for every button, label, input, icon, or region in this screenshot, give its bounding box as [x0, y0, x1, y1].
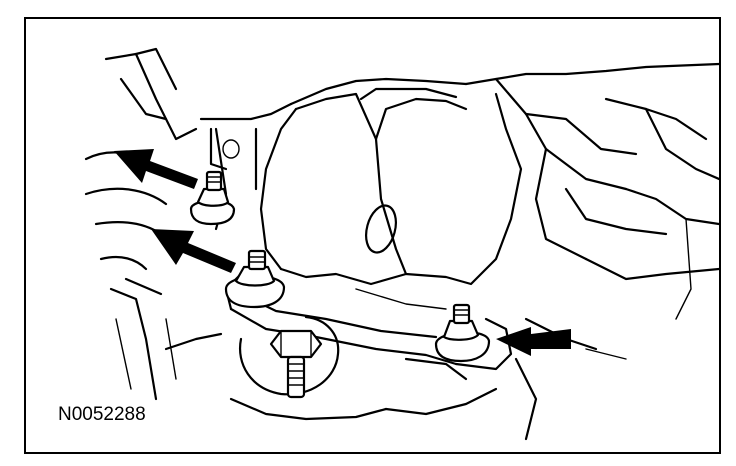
bolt-upper-left: [189, 127, 240, 226]
arrow-icon-upper-left: [114, 149, 198, 189]
bolt-middle-left: [224, 249, 286, 309]
figure-frame: N0052288: [24, 17, 721, 454]
engine-mount-illustration: [84, 47, 719, 441]
bolt-right: [434, 303, 491, 363]
lower-stud-nut: [238, 315, 340, 399]
arrow-icon-right: [496, 327, 571, 356]
arrow-icon-middle-left: [151, 229, 236, 273]
figure-id-label: N0052288: [58, 404, 146, 425]
mount-bracket: [224, 87, 523, 371]
callout-arrows: [114, 149, 571, 356]
